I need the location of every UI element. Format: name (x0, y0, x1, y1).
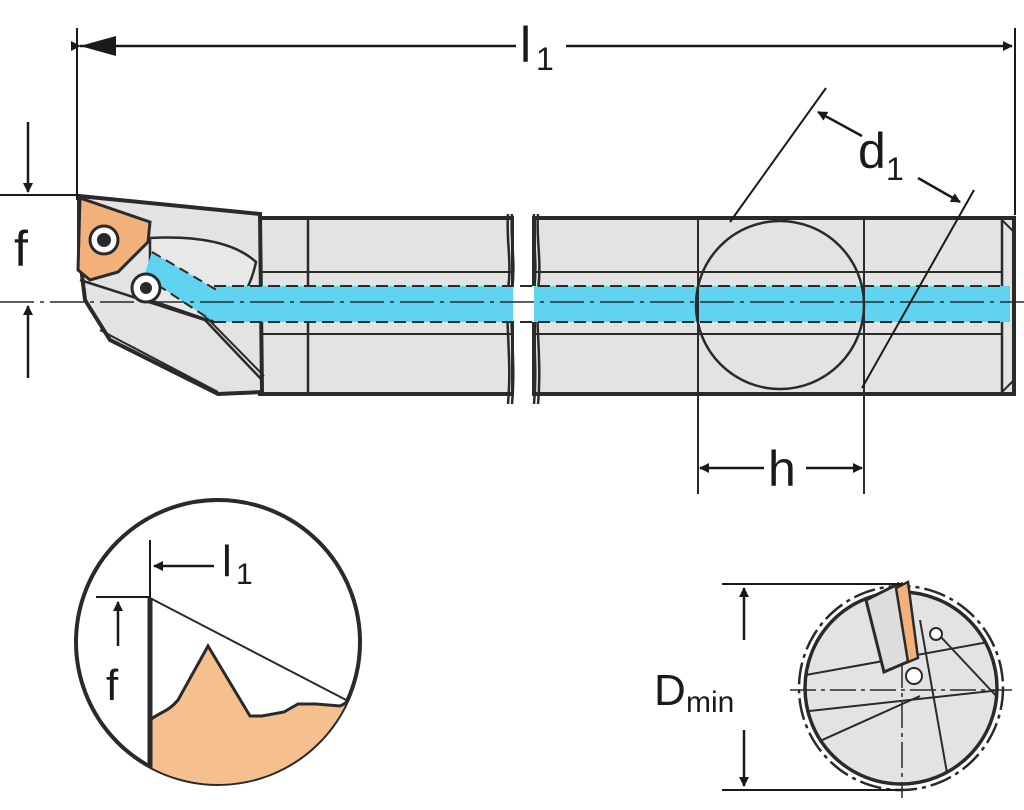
detail-length-label: l (222, 537, 232, 586)
thread-profile-detail: l 1 f (74, 498, 362, 786)
offset-label: f (14, 221, 28, 277)
overall-length-subscript: 1 (536, 41, 554, 77)
dimension-l1: l 1 (71, 17, 1013, 77)
diameter-subscript: 1 (886, 151, 904, 187)
min-bore-subscript: min (686, 686, 734, 719)
boring-bar-end-view (722, 580, 1012, 798)
dimension-f: f (0, 122, 80, 378)
height-label: h (768, 441, 796, 497)
min-bore-label: D (654, 666, 686, 715)
dimension-h: h (699, 441, 863, 497)
overall-length-label: l (520, 17, 531, 73)
detail-length-subscript: 1 (236, 558, 253, 591)
detail-offset-label: f (106, 661, 119, 710)
dimension-d1: d 1 (729, 87, 975, 389)
boring-bar-side-view (0, 28, 1024, 494)
dimension-dmin: D min (654, 587, 749, 787)
diameter-label: d (858, 123, 886, 179)
